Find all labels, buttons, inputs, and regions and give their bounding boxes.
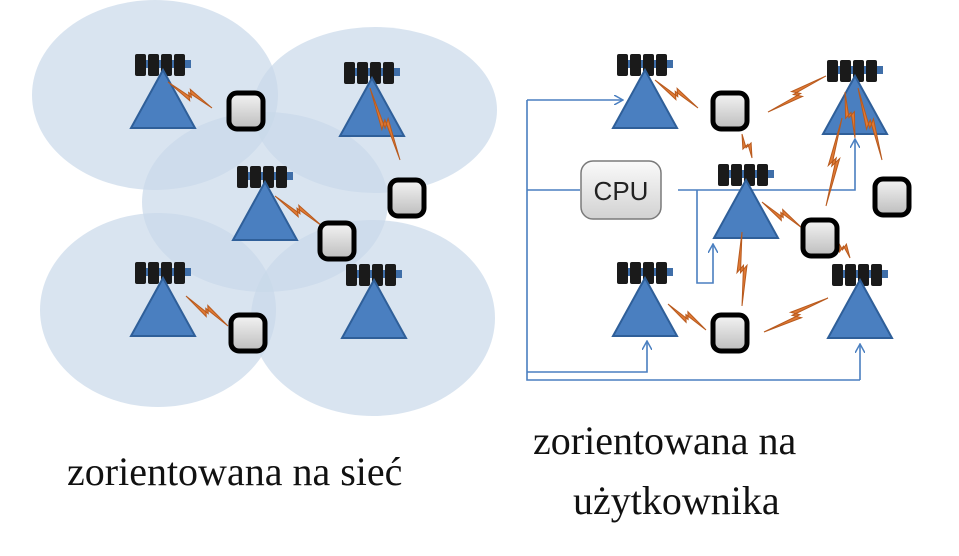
user-device-icon (387, 177, 427, 219)
backhaul-connections (526, 100, 860, 381)
user-device-icon (800, 217, 840, 259)
cpu-box: CPU (580, 160, 662, 220)
user-oriented-panel: CPU (526, 54, 912, 381)
wireless-link-icon (185, 295, 229, 327)
wireless-link-icon (857, 87, 883, 161)
wireless-link-icon (654, 79, 699, 109)
wireless-link-icon (736, 231, 748, 307)
base-station-icon (129, 262, 197, 337)
wireless-link-icon (844, 91, 856, 139)
user-oriented-caption-line2: użytkownika (573, 478, 780, 523)
wireless-link-icon (825, 117, 843, 207)
base-station-icon (611, 54, 679, 129)
base-station-icon (340, 264, 408, 339)
wireless-link-icon (167, 81, 213, 109)
wireless-link-icon (667, 303, 707, 331)
user-device-icon (710, 90, 750, 132)
user-device-icon (317, 220, 357, 262)
wireless-link-icon (835, 237, 851, 259)
cpu-label: CPU (594, 176, 649, 206)
wireless-link-icon (741, 133, 753, 159)
user-oriented-caption-line1: zorientowana na (533, 418, 797, 463)
network-oriented-caption: zorientowana na sieć (67, 449, 403, 494)
network-oriented-panel (32, 0, 497, 416)
base-station-icon (129, 54, 197, 129)
user-device-icon (228, 312, 268, 354)
wireless-link-icon (767, 75, 827, 113)
base-station-icon (231, 166, 299, 241)
wireless-link-icon (763, 297, 829, 333)
base-station-icon (826, 264, 894, 339)
wireless-link-icon (369, 87, 401, 161)
user-device-icon (710, 312, 750, 354)
base-station-icon (712, 164, 780, 239)
wireless-links-right (654, 75, 883, 333)
user-device-icon (226, 90, 266, 132)
user-devices-right (710, 90, 912, 354)
base-station-icon (821, 60, 889, 135)
user-devices-left (226, 90, 427, 354)
user-device-icon (872, 176, 912, 218)
base-station-icon (611, 262, 679, 337)
